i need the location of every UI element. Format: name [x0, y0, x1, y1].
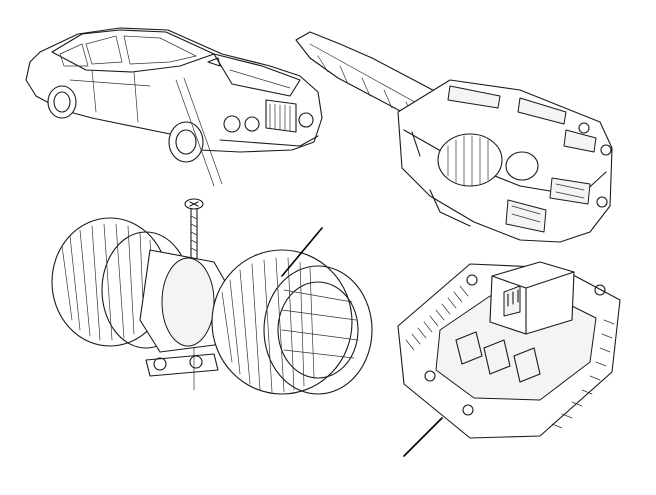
blower-illustration — [51, 217, 373, 395]
heater-unit-illustration — [295, 31, 613, 243]
resistor-illustration — [397, 261, 621, 457]
car-illustration — [25, 27, 323, 187]
